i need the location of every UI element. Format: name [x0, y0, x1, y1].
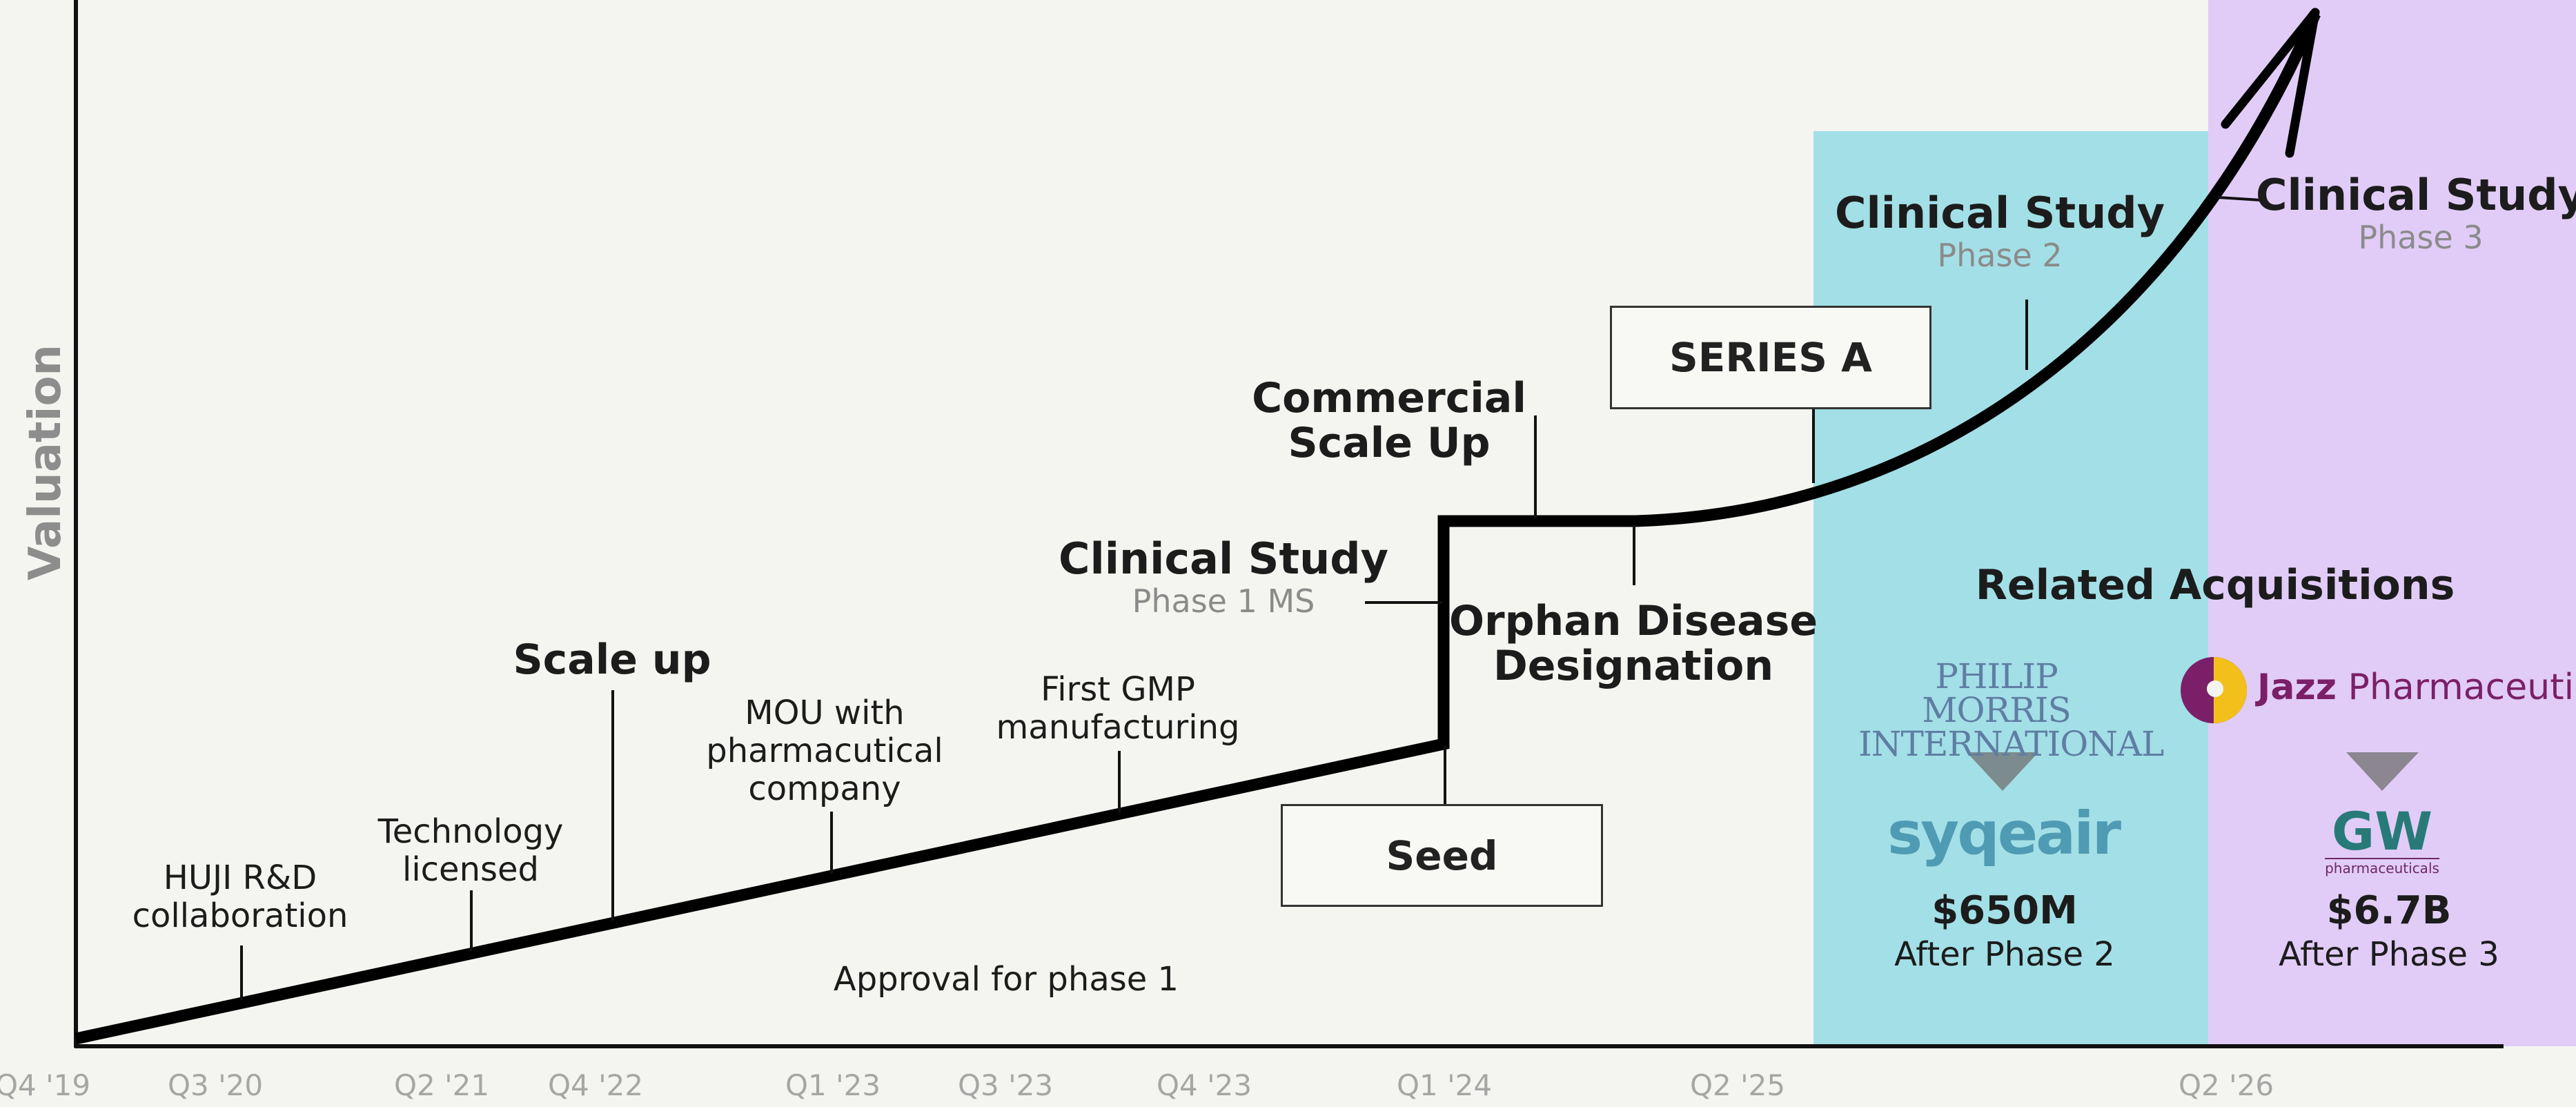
- milestone-tech-line1: Technology: [377, 812, 564, 851]
- acquisition-arrow-2: [2346, 752, 2419, 791]
- clinical-phase1-sub: Phase 1 MS: [1132, 582, 1315, 620]
- x-tick: Q2 '26: [2178, 1068, 2274, 1102]
- curve-arrowhead: [2221, 8, 2320, 158]
- milestone-scale-up: Scale up: [513, 636, 711, 684]
- deal2-value: $6.7B: [2326, 888, 2452, 933]
- x-tick: Q1 '24: [1396, 1068, 1493, 1102]
- milestone-huji-line1: HUJI R&D: [163, 859, 317, 897]
- valuation-curve: [75, 11, 2321, 1045]
- milestone-mou-line3: company: [748, 770, 901, 809]
- x-tick: Q3 '20: [167, 1068, 264, 1102]
- deal1-value: $650M: [1931, 888, 2078, 933]
- gw-logo-subtext: pharmaceuticals: [2325, 858, 2439, 876]
- x-tick: Q1 '23: [785, 1068, 881, 1102]
- x-tick: Q4 '23: [1156, 1068, 1252, 1102]
- clinical-phase1-title: Clinical Study: [1058, 533, 1389, 584]
- pmi-logo-line2: INTERNATIONAL: [1858, 724, 2164, 764]
- deal1-note: After Phase 2: [1894, 935, 2115, 974]
- milestone-gmp-line1: First GMP: [1041, 670, 1195, 709]
- connector-phase3: [2217, 196, 2262, 202]
- clinical-phase3-title: Clinical Study: [2255, 170, 2576, 220]
- milestone-mou: MOU with pharmacutical company: [706, 694, 943, 809]
- acquisition-arrow-1: [1967, 752, 2038, 791]
- milestone-commercial: Commercial Scale Up: [1252, 376, 1526, 466]
- milestone-mou-line2: pharmacutical: [706, 732, 943, 771]
- syqe-air-logo: syqeair: [1887, 799, 2121, 868]
- phase3-band: [2208, 0, 2576, 1046]
- deal2-note: After Phase 3: [2279, 935, 2499, 974]
- jazz-logo-yellow: [2214, 657, 2247, 723]
- x-tick: Q3 '23: [957, 1068, 1054, 1102]
- milestone-tech-line2: licensed: [402, 850, 540, 890]
- milestone-commercial-line2: Scale Up: [1288, 418, 1491, 467]
- x-tick: Q4 '19: [0, 1068, 91, 1102]
- x-tick: Q2 '21: [393, 1068, 490, 1102]
- milestone-commercial-line1: Commercial: [1252, 374, 1526, 422]
- clinical-phase2-title: Clinical Study: [1834, 188, 2165, 238]
- milestone-clinical-phase1: Clinical Study Phase 1 MS: [1059, 534, 1388, 620]
- clinical-phase3-sub: Phase 3: [2358, 219, 2484, 257]
- gw-pharmaceuticals-logo: GW: [2331, 801, 2433, 862]
- milestone-orphan: Orphan Disease Designation: [1449, 599, 1818, 689]
- milestone-orphan-line1: Orphan Disease: [1448, 597, 1818, 645]
- acquisitions-title: Related Acquisitions: [1975, 561, 2455, 609]
- jazz-pharmaceuticals-logo: Jazz Pharmaceuticals.: [2257, 667, 2576, 708]
- milestone-mou-line1: MOU with: [745, 694, 905, 732]
- milestone-orphan-line2: Designation: [1493, 641, 1774, 690]
- milestone-approval: Approval for phase 1: [833, 960, 1179, 999]
- x-tick: Q4 '22: [547, 1068, 644, 1102]
- jazz-logo-rest: Pharmaceuticals.: [2348, 667, 2576, 708]
- y-axis-label: Valuation: [20, 344, 71, 580]
- milestone-huji: HUJI R&D collaboration: [132, 859, 348, 935]
- clinical-phase2-sub: Phase 2: [1937, 237, 2063, 275]
- seed-box: Seed: [1281, 804, 1603, 907]
- milestone-clinical-phase3: Clinical Study Phase 3: [2256, 170, 2576, 256]
- milestone-gmp: First GMP manufacturing: [996, 670, 1240, 747]
- milestone-tech: Technology licensed: [377, 812, 564, 890]
- x-tick: Q2 '25: [1689, 1068, 1786, 1102]
- milestone-clinical-phase2: Clinical Study Phase 2: [1835, 188, 2165, 274]
- jazz-logo-dot: [2207, 680, 2223, 697]
- philip-morris-logo: PHILIP MORRIS INTERNATIONAL: [1858, 656, 2164, 764]
- pmi-logo-line1: PHILIP MORRIS: [1922, 656, 2071, 730]
- milestone-huji-line2: collaboration: [132, 897, 348, 936]
- series-a-box: SERIES A: [1610, 306, 1931, 409]
- jazz-logo-bold: Jazz: [2257, 667, 2337, 708]
- milestone-gmp-line2: manufacturing: [996, 708, 1240, 747]
